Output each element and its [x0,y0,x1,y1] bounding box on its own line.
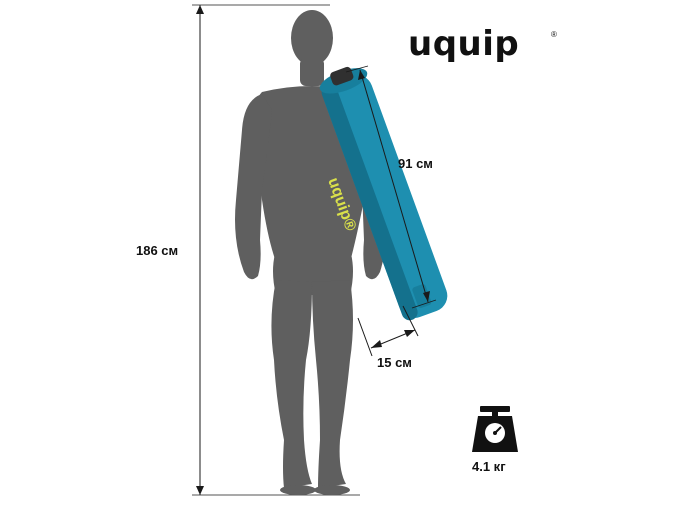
scale-icon [472,406,518,452]
bag-length-label: 91 см [398,156,433,171]
height-label: 186 см [136,243,179,258]
bag-diameter-dimension-line [357,305,419,357]
brand-logo: uquip [408,24,520,64]
weight-label: 4.1 кг [472,459,506,474]
bag-diameter-label: 15 см [377,355,412,370]
carry-bag [319,66,448,321]
registered-mark: ® [551,30,557,39]
height-dimension-line [192,4,360,496]
bag-length-dimension-line [345,65,437,309]
